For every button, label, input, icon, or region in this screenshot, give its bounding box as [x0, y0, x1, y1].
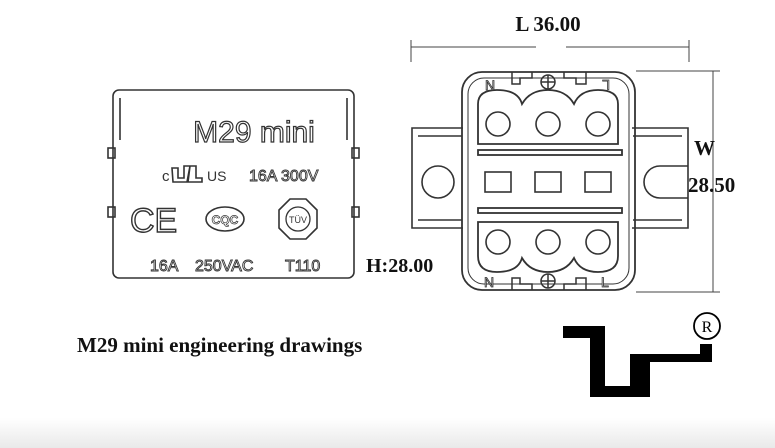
mounting-ears — [411, 127, 689, 229]
cqc-text: CQC — [212, 213, 239, 227]
label-notch — [351, 147, 360, 159]
right-mount-slot — [643, 165, 688, 199]
body-outline — [461, 71, 636, 291]
connector-body — [461, 71, 636, 291]
terminal-hole — [485, 111, 511, 137]
top-lobes — [477, 89, 619, 145]
label-notch — [107, 206, 116, 218]
bottom-lobes — [477, 221, 619, 273]
brand-logo: R — [563, 312, 721, 397]
cqc-mark: CQC — [205, 206, 245, 232]
ul-logo-icon — [171, 165, 203, 183]
drawing-caption: M29 mini engineering drawings — [77, 333, 363, 357]
ce-mark: CE — [130, 202, 177, 240]
left-mount-hole — [421, 165, 455, 199]
middle-windows — [484, 171, 612, 193]
height-label: H:28.00 — [366, 255, 433, 277]
model-name: M29 mini — [193, 116, 315, 149]
length-dimension — [410, 40, 690, 62]
upper-bar — [477, 149, 623, 156]
tuv-text: TÜV — [289, 215, 307, 225]
bottom-terminals — [485, 229, 611, 255]
label-notch — [351, 206, 360, 218]
terminal-hole — [535, 111, 561, 137]
terminal-label-bottom-right: L — [601, 274, 609, 290]
terminal-hole — [535, 229, 561, 255]
terminal-label-top-left: N — [485, 77, 495, 93]
terminal-label-top-right: L — [602, 77, 610, 93]
bottom-shade — [0, 418, 775, 448]
width-value: 28.50 — [688, 173, 735, 197]
window-square — [484, 171, 512, 193]
brand-logo-mark-icon — [563, 326, 712, 397]
ul-us-suffix: US — [207, 168, 226, 184]
terminal-label-bottom-left: N — [484, 274, 494, 290]
width-dimension — [636, 70, 720, 293]
window-square — [534, 171, 562, 193]
terminal-hole — [485, 229, 511, 255]
left-ear — [411, 127, 463, 229]
top-terminals — [485, 111, 611, 137]
length-label: L 36.00 — [515, 12, 580, 36]
top-tab — [511, 72, 587, 90]
rating-current-voltage: 16A 300V — [249, 168, 319, 185]
lower-bar — [477, 207, 623, 214]
bottom-tab — [511, 273, 587, 290]
tuv-octagon-icon — [278, 198, 318, 240]
tuv-mark: TÜV — [278, 198, 318, 240]
window-square — [584, 171, 612, 193]
ul-c-letter: c — [162, 168, 170, 185]
terminal-hole — [585, 229, 611, 255]
ul-mark: c US — [162, 165, 226, 185]
registered-letter: R — [702, 319, 713, 336]
tuv-ring-icon — [285, 206, 311, 232]
registered-ring-icon — [693, 312, 721, 340]
width-letter: W — [694, 136, 715, 160]
rating-voltage-ac: 250VAC — [195, 258, 253, 275]
cqc-ring-icon — [205, 206, 245, 232]
terminal-hole — [585, 111, 611, 137]
right-ear — [632, 127, 689, 229]
product-label-panel — [107, 89, 360, 279]
label-notch — [107, 147, 116, 159]
rating-temperature: T110 — [285, 258, 320, 275]
label-outline — [112, 89, 355, 279]
rating-current: 16A — [150, 258, 179, 275]
